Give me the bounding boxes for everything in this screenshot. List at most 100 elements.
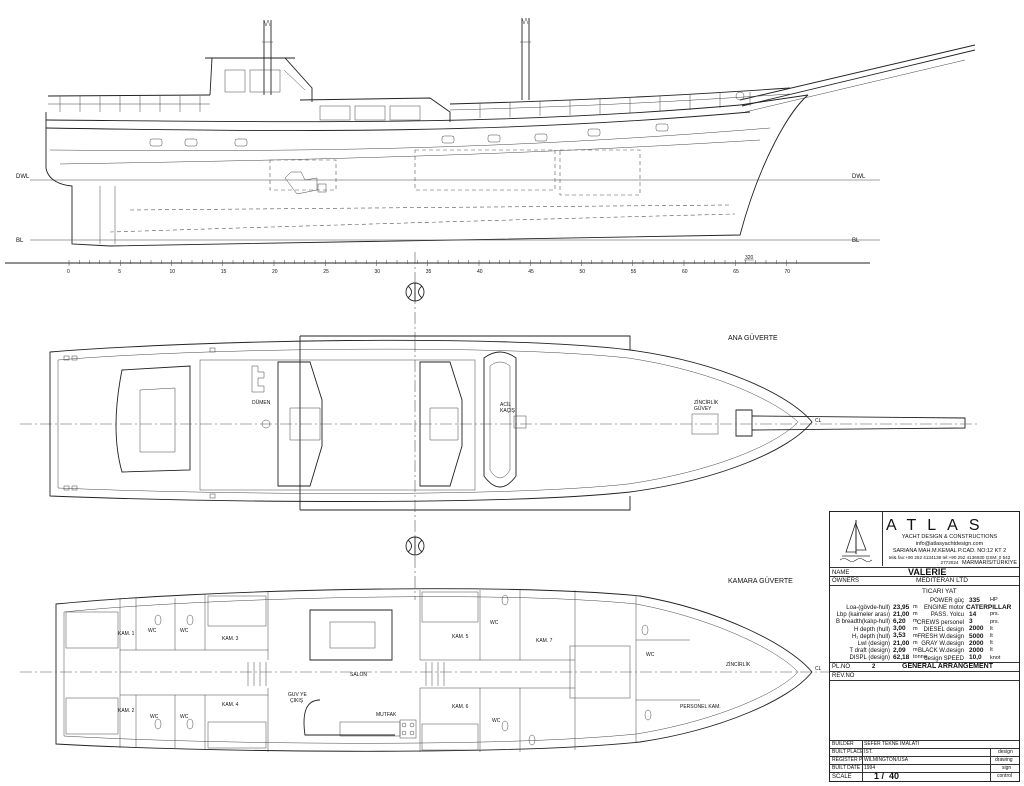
cabin-2-label: KAM. 2 xyxy=(118,708,135,714)
spec-left-value: 23,95 xyxy=(893,603,910,611)
mast-aft xyxy=(262,19,273,95)
exit-line-1: GUV YE xyxy=(288,692,307,698)
company-subtitle: YACHT DESIGN & CONSTRUCTIONS xyxy=(901,534,998,540)
spec-left-value: 21,00 xyxy=(893,610,910,618)
scale-label: SCALE xyxy=(832,774,852,780)
spec-right-value: 2000 xyxy=(969,646,984,654)
spec-right-value: 10,0 xyxy=(969,654,982,662)
sailboat-logo-icon xyxy=(839,520,873,562)
company-email: info@atlasyachtdesign.com xyxy=(915,541,984,547)
spec-left-label: Loa-(gövde-hull) xyxy=(846,605,890,611)
plno-value: 2 xyxy=(872,664,876,670)
bl-label-left: BL xyxy=(16,238,24,244)
chain-locker-line-2: GÜVEY xyxy=(694,405,712,412)
spec-right-unit: lt xyxy=(990,647,993,654)
spec-left-label: H depth (hull) xyxy=(853,626,890,633)
spec-left-value: 3,00 xyxy=(893,625,906,633)
dwl-label-left: DWL xyxy=(16,174,30,180)
profile-view: DWL DWL BL BL 05101520253035404550556065… xyxy=(5,17,976,340)
control-label: control xyxy=(997,773,1013,779)
scale-tick-label: 5 xyxy=(118,269,121,275)
built-date-label: BUILT DATE xyxy=(832,765,861,771)
spec-left-value: 6,20 xyxy=(893,617,906,625)
cl-label-main: CL xyxy=(815,418,822,424)
spec-right-label: design SPEED xyxy=(924,655,964,662)
spec-right-value: 5000 xyxy=(969,632,984,640)
spec-right-value: 14 xyxy=(969,610,977,618)
builder-label: BUILDER xyxy=(832,741,854,747)
wc-label-4: WC xyxy=(180,714,189,720)
spec-left-unit: m xyxy=(913,640,918,646)
dwl-label-right: DWL xyxy=(852,174,866,180)
exit-line-2: ÇIKIŞ xyxy=(290,698,304,704)
spec-right-value: CATERPILLAR xyxy=(966,603,1012,611)
cabin-7-label: KAM. 7 xyxy=(536,638,553,644)
register-value: WILMINGTON/USA xyxy=(864,757,909,763)
wc-label-3: WC xyxy=(150,714,159,720)
spec-left-label: B breadth(kalıp-hull) xyxy=(835,619,890,626)
scale-tick-label: 50 xyxy=(580,269,586,275)
cabin-4-label: KAM. 4 xyxy=(222,702,239,708)
spec-left-unit: m xyxy=(913,647,918,654)
scale-tick-label: 15 xyxy=(221,269,227,275)
built-place-value: IST. xyxy=(864,749,873,755)
brand-name: ATLAS xyxy=(886,517,991,534)
scale-tick-label: 70 xyxy=(785,269,791,275)
spec-right-unit: lt xyxy=(990,625,993,632)
spec-right-label: PASS. Yolcu xyxy=(930,612,964,619)
spec-right-label: POWER güç xyxy=(929,598,964,604)
spec-left-unit: m xyxy=(913,632,918,639)
spec-right-unit: prs. xyxy=(990,611,1000,618)
scale-tick-label: 0 xyxy=(67,269,70,275)
drawing-label: drawing xyxy=(995,757,1013,763)
spec-left-value: 21,00 xyxy=(893,639,910,647)
revno-label: REV.NO xyxy=(832,673,855,679)
deckhouse xyxy=(205,57,451,122)
vessel-name: VALERIE xyxy=(908,567,947,577)
galley-label: MUTFAK xyxy=(376,712,397,718)
hull-profile xyxy=(45,91,809,247)
scale-tick-label: 30 xyxy=(375,269,381,275)
spec-left-label: DISPL (design) xyxy=(849,655,890,662)
dimension-label: 320 xyxy=(745,255,754,261)
cabin-6-label: KAM. 6 xyxy=(452,704,469,710)
chain-locker-line-1: ZİNCİRLİK xyxy=(694,399,719,406)
scale-tick-label: 10 xyxy=(170,269,176,275)
salon-label: SALON xyxy=(350,672,367,678)
owners-value: MEDITERAN LTD xyxy=(916,577,968,584)
scale-value: 1 / 40 xyxy=(874,771,900,781)
bowsprit xyxy=(739,44,976,101)
logo xyxy=(830,512,883,566)
spec-left-label: T draft (design) xyxy=(849,648,890,655)
spec-right-value: 335 xyxy=(969,596,980,604)
spec-right-unit: HP xyxy=(990,597,998,603)
spec-left-unit: tonne xyxy=(913,654,927,661)
drawing-title: GENERAL ARRANGEMENT xyxy=(902,663,994,670)
spec-right-unit: prs. xyxy=(990,618,1000,625)
company-address: SARIANA MAH.M.KEMAL P.CAD. NO:12 KT 2 xyxy=(892,548,1007,554)
crew-cabin-label: PERSONEL KAM. xyxy=(680,704,721,710)
scale-tick-label: 60 xyxy=(682,269,688,275)
scale-tick-label: 55 xyxy=(631,269,637,275)
built-place-label: BUILT PLACE xyxy=(832,749,864,755)
spec-left-unit: m xyxy=(913,604,918,610)
cl-label-cabin: CL xyxy=(815,666,822,672)
main-deck-title: ANA GÜVERTE xyxy=(728,334,778,342)
name-label: NAME xyxy=(832,570,850,576)
spec-right-value: 3 xyxy=(969,618,973,626)
scale-tick-label: 35 xyxy=(426,269,432,275)
title-block: ATLAS YACHT DESIGN & CONSTRUCTIONS info@… xyxy=(829,511,1020,782)
scale-tick-label: 25 xyxy=(323,269,329,275)
scale-tick-label: 40 xyxy=(477,269,483,275)
wc-label-2: WC xyxy=(180,628,189,634)
spec-left-value: 62,18 xyxy=(893,653,910,661)
cabin-deck-title: KAMARA GÜVERTE xyxy=(728,577,793,585)
builder-value: SEFER TEKNE İMALATI xyxy=(864,741,920,747)
built-date-value: 1994 xyxy=(864,765,876,771)
